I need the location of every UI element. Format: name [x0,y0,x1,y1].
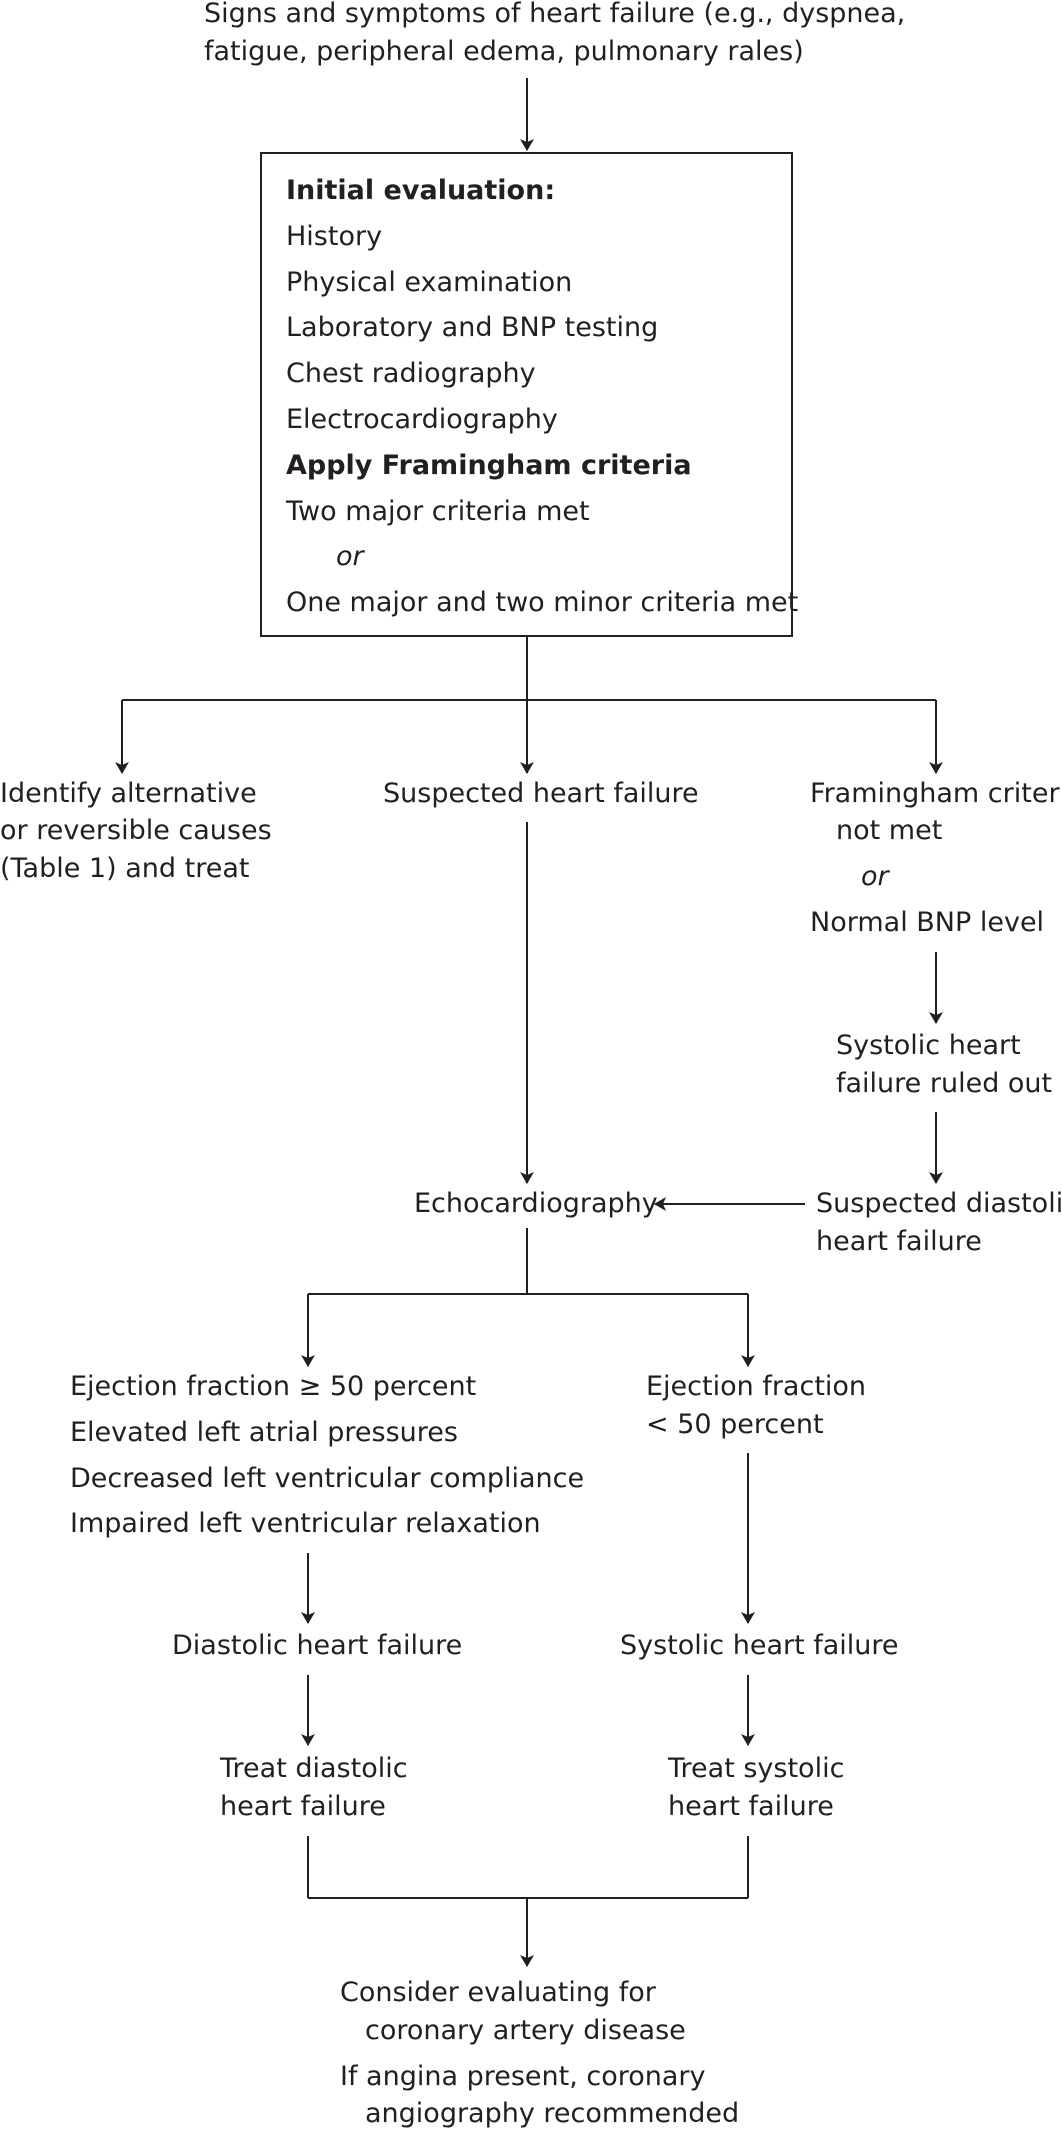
evaluation-item-ecg: Electrocardiography [286,404,558,435]
criteria-or: or [336,541,364,572]
treat-systolic-line-2: heart failure [668,1791,834,1822]
suspected-diastolic-line-2: heart failure [816,1226,982,1257]
suspected-diastolic-line-1: Suspected diastolic [816,1188,1062,1219]
systolic-ruled-out-line-2: failure ruled out [836,1068,1053,1099]
suspected-heart-failure: Suspected heart failure [383,778,699,809]
criteria-one-major-two-minor: One major and two minor criteria met [286,587,799,618]
alternative-causes-line-2: or reversible causes [0,815,272,846]
normal-bnp-level: Normal BNP level [810,907,1045,938]
evaluation-item-physical: Physical examination [286,267,573,298]
preserved-ef-item-1: Ejection fraction ≥ 50 percent [70,1371,477,1402]
criteria-not-met-or: or [861,861,889,892]
criteria-two-major: Two major criteria met [286,496,590,527]
final-line-3: If angina present, coronary [340,2061,706,2092]
echocardiography: Echocardiography [414,1188,658,1219]
treat-diastolic-line-2: heart failure [220,1791,386,1822]
reduced-ef-line-1: Ejection fraction [646,1371,867,1402]
evaluation-heading: Initial evaluation: [286,175,556,206]
alternative-causes-line-1: Identify alternative [0,778,257,809]
initial-evaluation-box [260,152,793,637]
preserved-ef-item-3: Decreased left ventricular compliance [70,1463,585,1494]
criteria-not-met-line-2: not met [836,815,943,846]
reduced-ef-line-2: < 50 percent [646,1409,824,1440]
preserved-ef-item-4: Impaired left ventricular relaxation [70,1508,541,1539]
alternative-causes-line-3: (Table 1) and treat [0,853,250,884]
final-line-4: angiography recommended [365,2098,740,2129]
treat-diastolic-line-1: Treat diastolic [220,1753,408,1784]
evaluation-item-history: History [286,221,383,252]
start-line-1: Signs and symptoms of heart failure (e.g… [204,0,906,29]
evaluation-item-radiography: Chest radiography [286,358,536,389]
start-line-2: fatigue, peripheral edema, pulmonary ral… [204,36,804,67]
criteria-not-met-line-1: Framingham criteria [810,778,1062,809]
final-line-1: Consider evaluating for [340,1977,656,2008]
systolic-ruled-out-line-1: Systolic heart [836,1030,1021,1061]
final-line-2: coronary artery disease [365,2015,686,2046]
preserved-ef-item-2: Elevated left atrial pressures [70,1417,458,1448]
treat-systolic-line-1: Treat systolic [668,1753,845,1784]
systolic-heart-failure: Systolic heart failure [620,1630,899,1661]
evaluation-item-lab: Laboratory and BNP testing [286,312,659,343]
framingham-heading: Apply Framingham criteria [286,450,692,481]
diastolic-heart-failure: Diastolic heart failure [172,1630,463,1661]
